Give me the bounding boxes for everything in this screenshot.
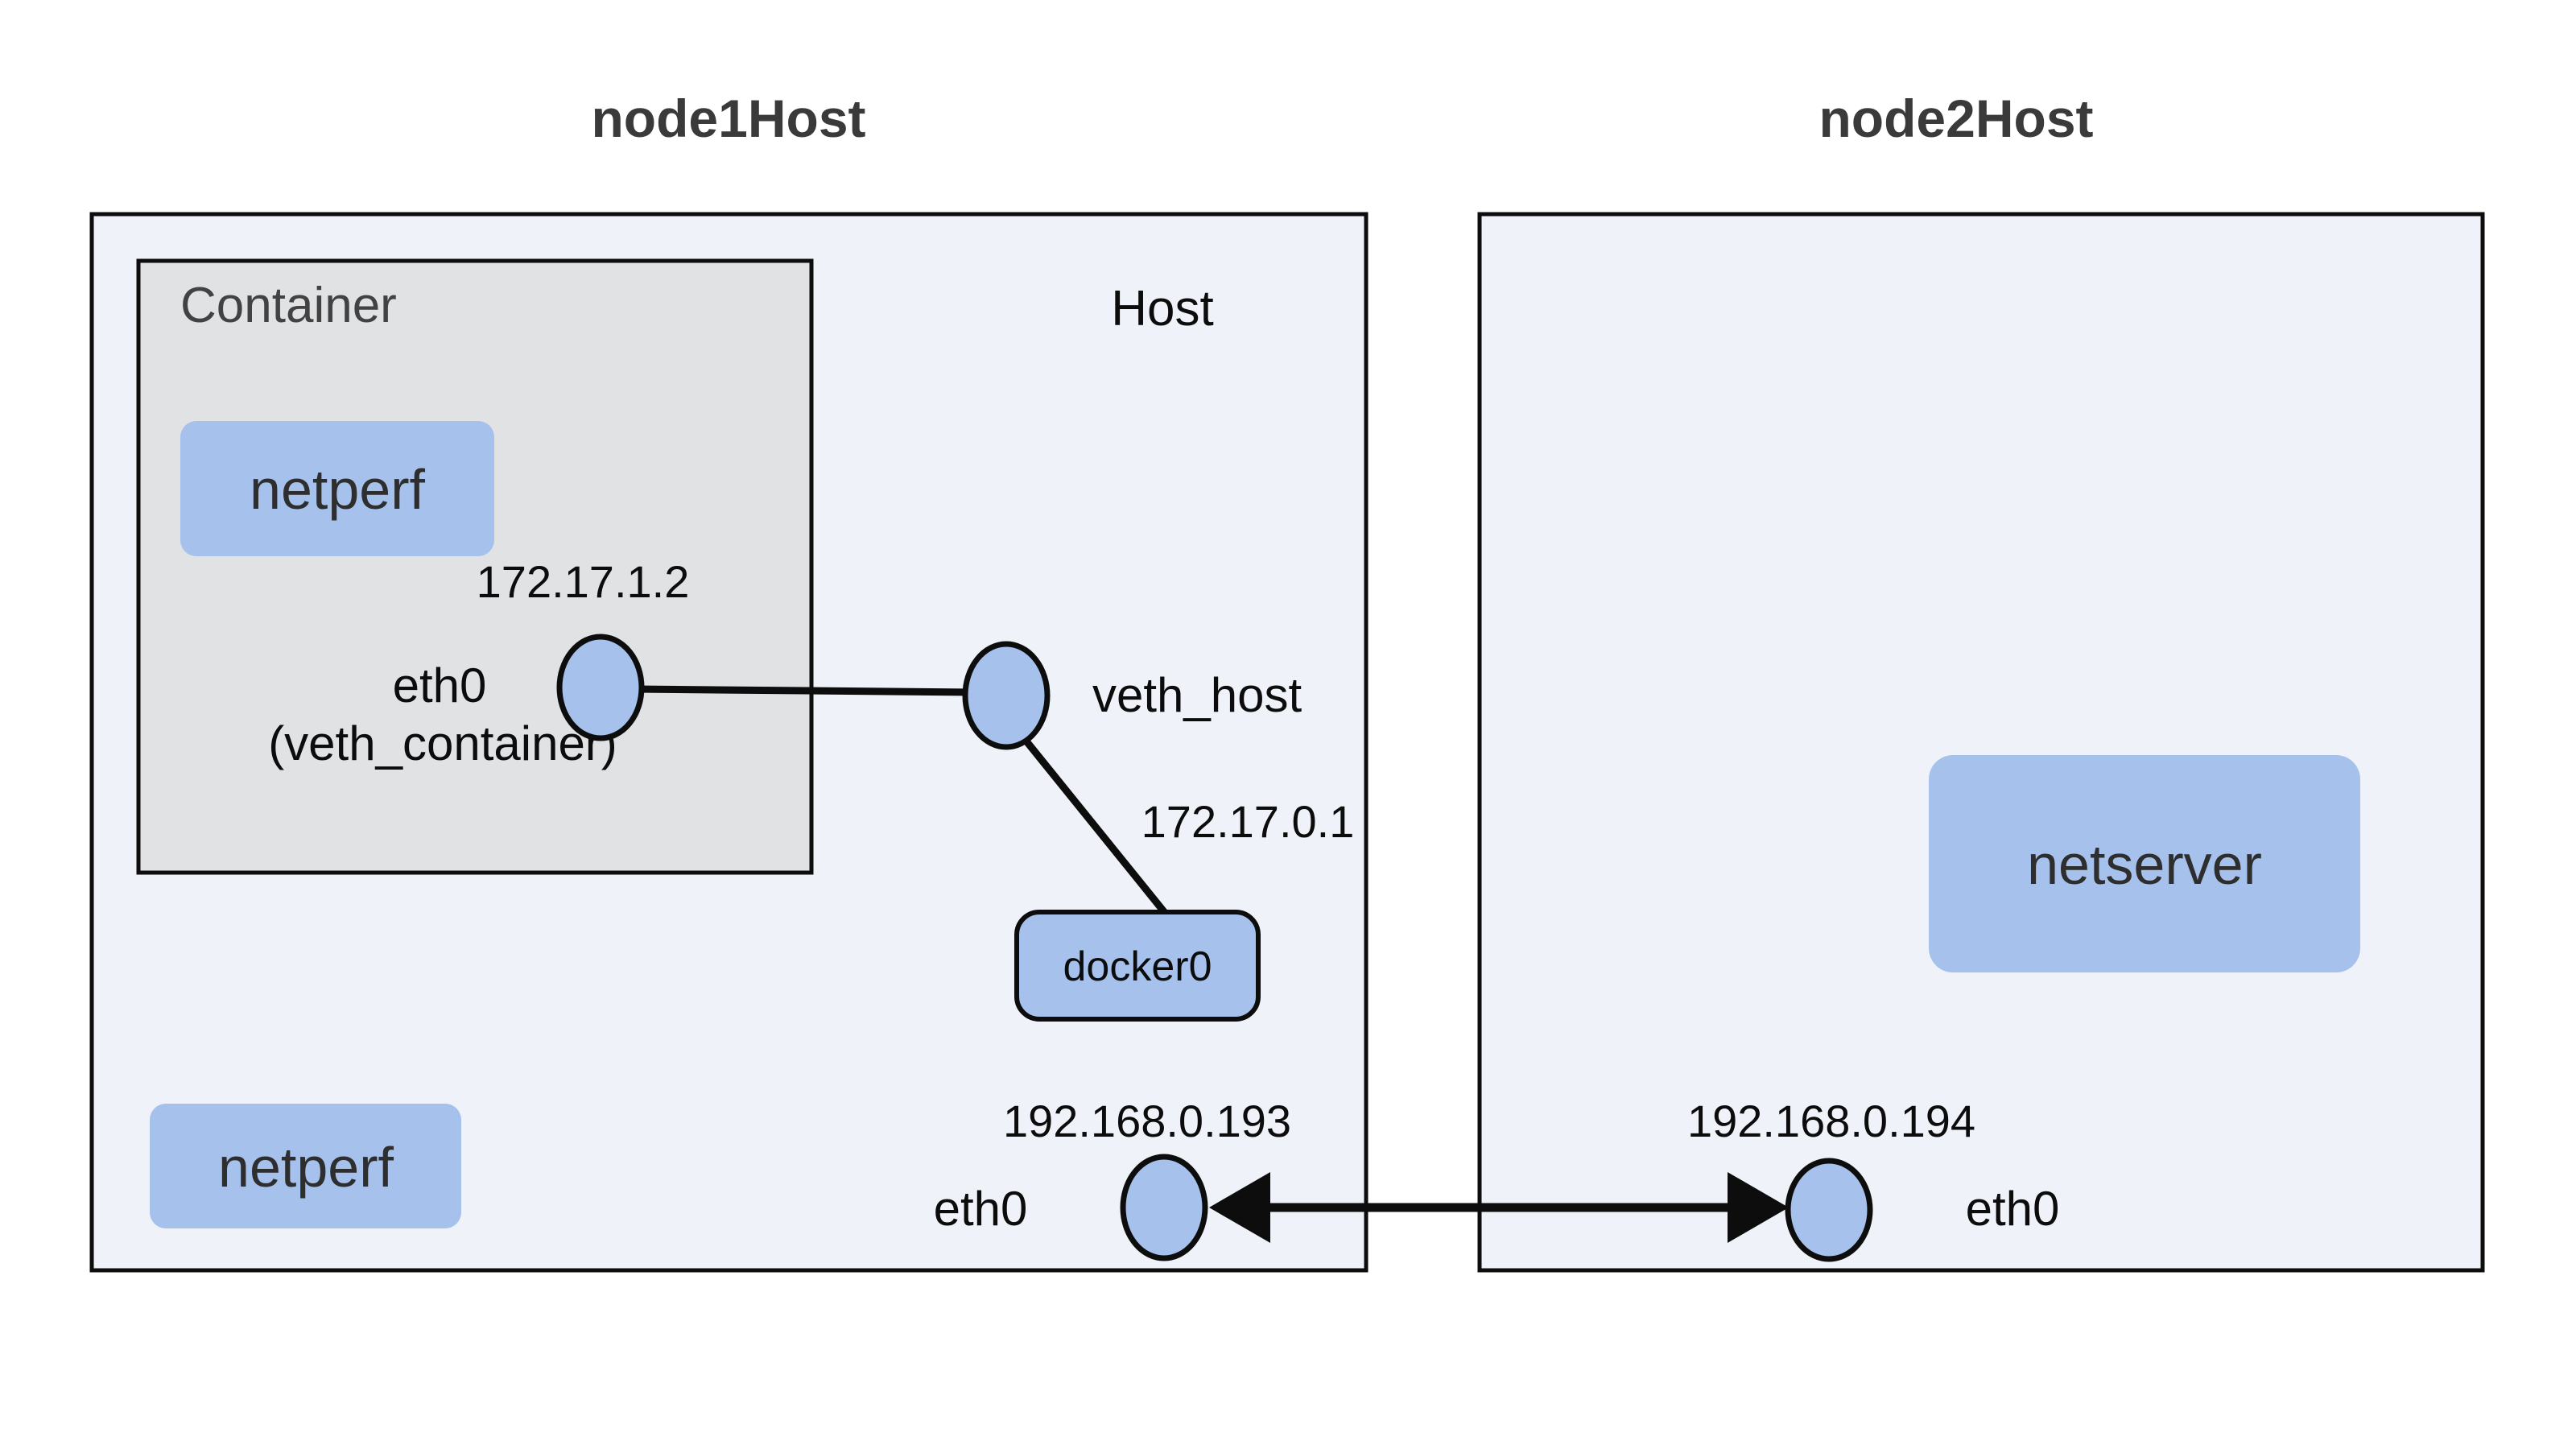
container-eth0-label: eth0: [393, 658, 487, 712]
node1-eth0-label: eth0: [934, 1182, 1028, 1236]
node1-title: node1Host: [591, 89, 865, 148]
arrowhead-left-icon: [1209, 1172, 1270, 1243]
node2-eth0-port: [1785, 1158, 1873, 1262]
netserver-label: netserver: [2027, 833, 2262, 896]
docker0-link-line: [1024, 740, 1172, 920]
arrowhead-right-icon: [1728, 1172, 1789, 1243]
veth-host-label: veth_host: [1092, 668, 1302, 722]
host-netperf-box: [150, 1104, 461, 1228]
node2-netserver-box: [1929, 755, 2360, 972]
container-box: [136, 258, 814, 875]
node2-host-box: [1477, 212, 2485, 1273]
veth-container-port: [556, 634, 645, 741]
docker0-ip: 172.17.0.1: [1141, 796, 1355, 847]
node2-title: node2Host: [1818, 89, 2093, 148]
node2-eth0-ip: 192.168.0.194: [1687, 1096, 1975, 1146]
node1-eth0-port: [1120, 1154, 1208, 1261]
node2-eth0-label: eth0: [1966, 1182, 2060, 1236]
docker0-label: docker0: [1063, 943, 1212, 990]
container-netperf-label: netperf: [250, 458, 425, 521]
host-zone-label: Host: [1111, 281, 1213, 336]
node1-eth0-ip: 192.168.0.193: [1003, 1096, 1291, 1146]
container-eth0-ip: 172.17.1.2: [477, 556, 690, 607]
container-label: Container: [180, 278, 397, 333]
container-netperf-box: [180, 421, 494, 556]
docker0-box: [1014, 910, 1261, 1022]
container-eth0-alias: (veth_container): [268, 716, 617, 770]
veth-host-port: [962, 641, 1051, 750]
veth-pair-line: [635, 685, 975, 696]
host-netperf-label: netperf: [218, 1136, 394, 1199]
